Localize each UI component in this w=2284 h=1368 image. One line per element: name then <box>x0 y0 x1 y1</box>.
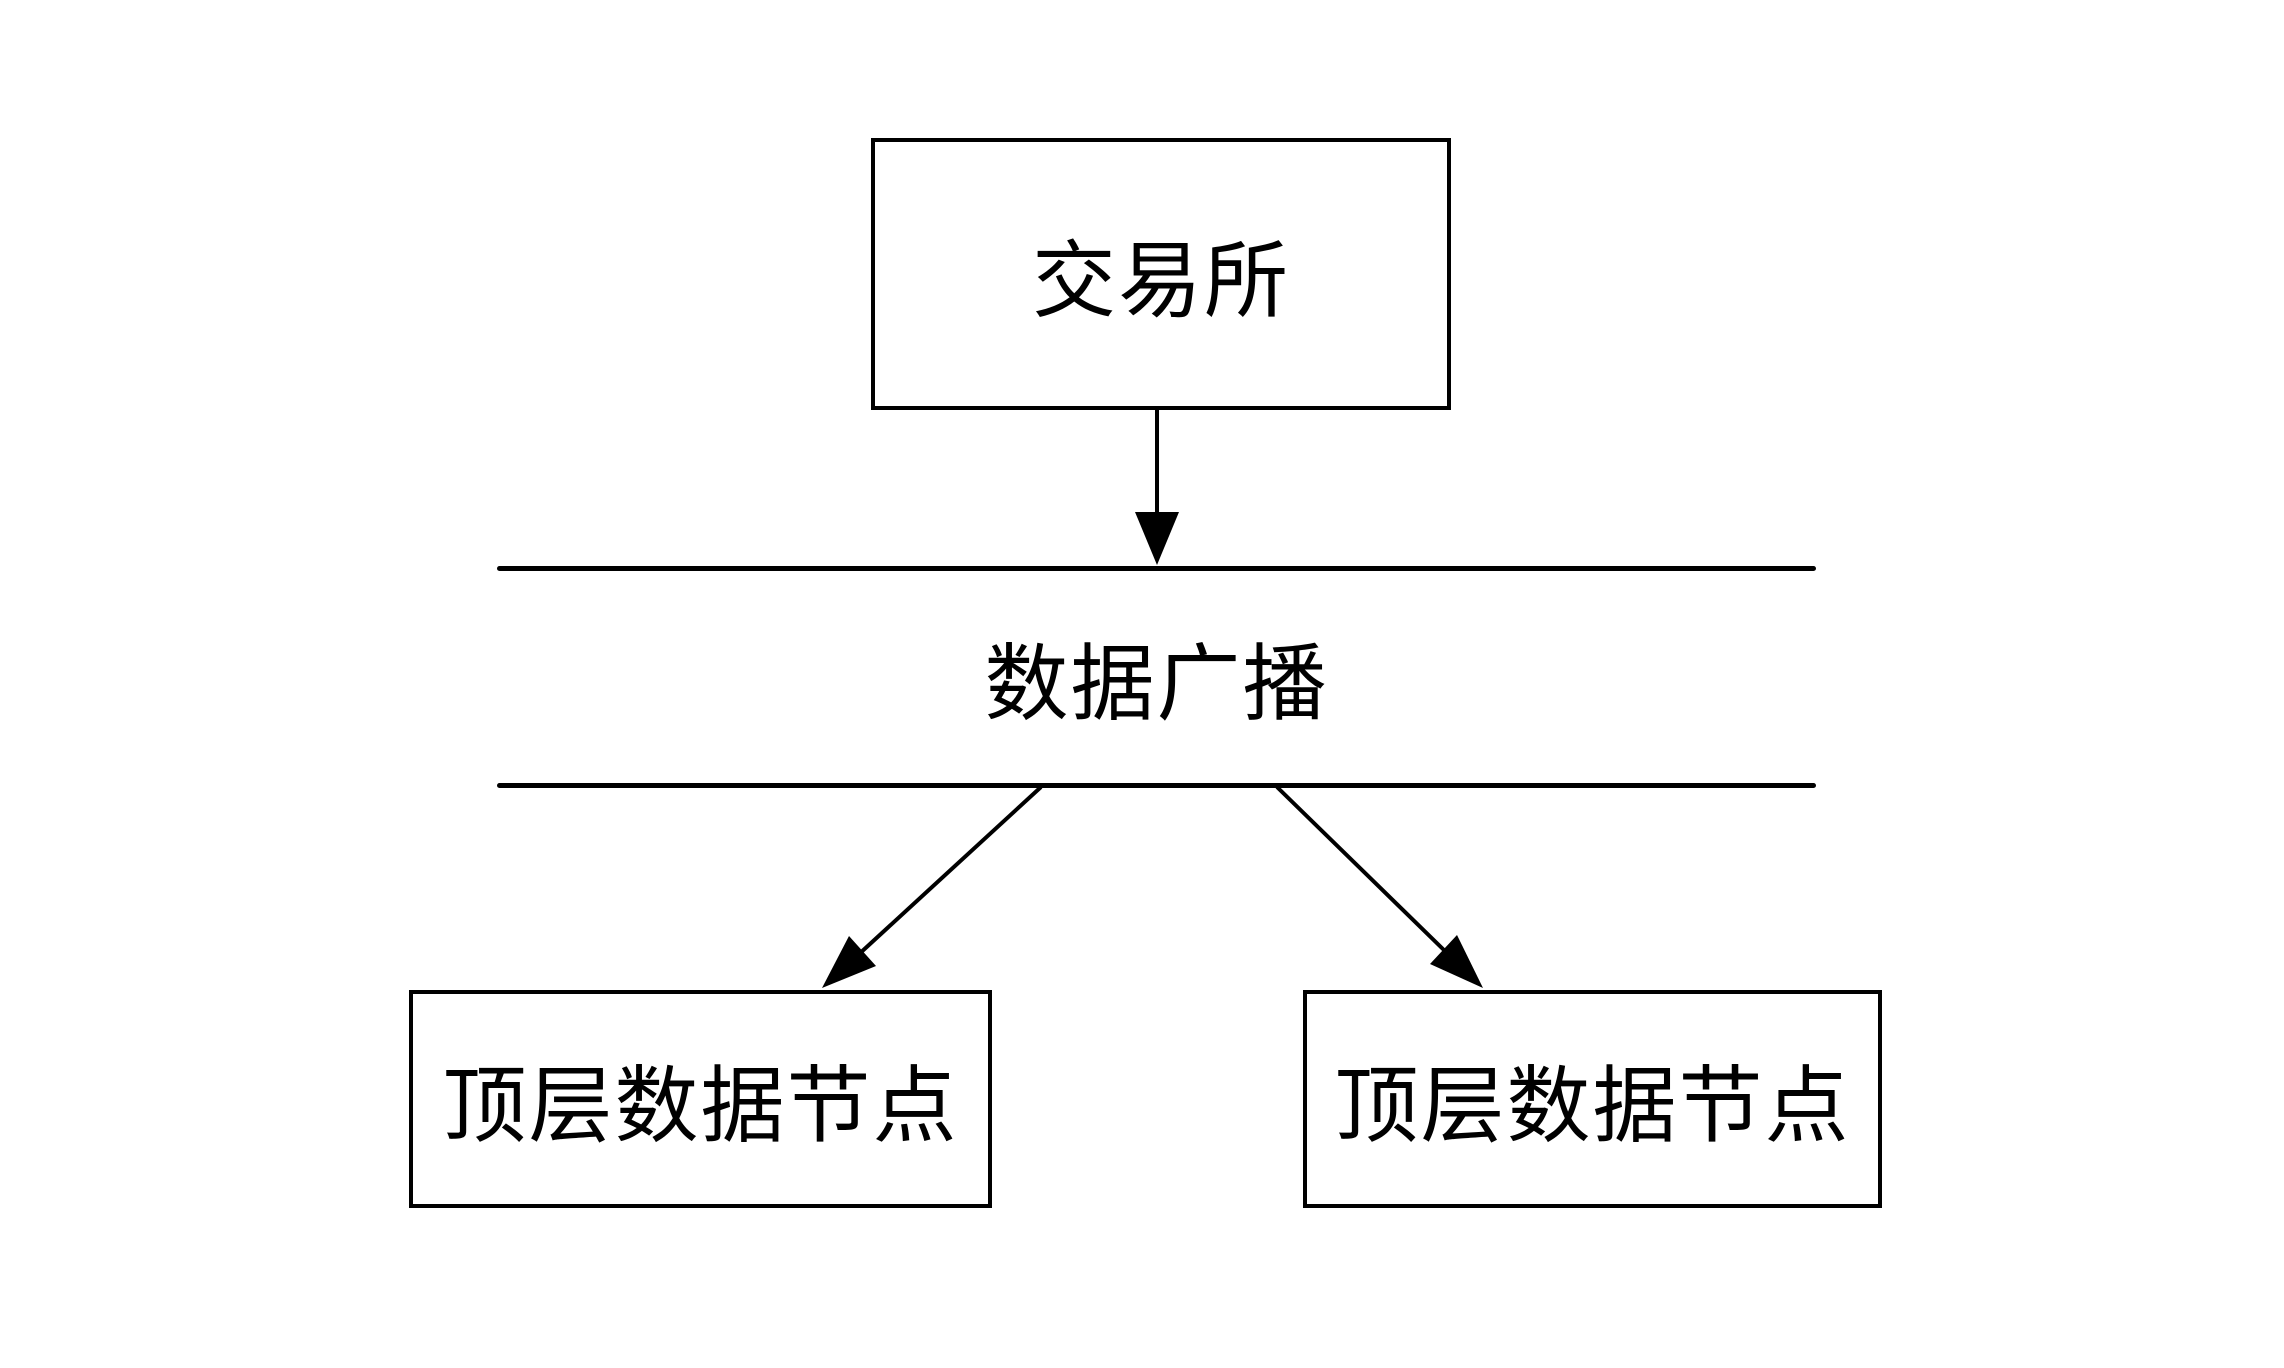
node-top-data-right: 顶层数据节点 <box>1303 990 1882 1208</box>
node-top-data-right-label: 顶层数据节点 <box>1334 1058 1851 1153</box>
node-broadcast-label: 数据广播 <box>984 636 1329 731</box>
arrow-exchange-to-broadcast-icon <box>1135 410 1179 565</box>
node-exchange: 交易所 <box>871 138 1451 410</box>
node-exchange-label: 交易所 <box>1031 233 1290 328</box>
arrow-broadcast-to-right-node-icon <box>1275 785 1483 988</box>
broadcast-rule-top <box>497 566 1816 571</box>
node-top-data-left-label: 顶层数据节点 <box>442 1058 959 1153</box>
broadcast-rule-bottom <box>497 783 1816 788</box>
node-top-data-left: 顶层数据节点 <box>409 990 992 1208</box>
node-broadcast: 数据广播 <box>497 571 1816 783</box>
arrow-broadcast-to-left-node-icon <box>822 785 1043 988</box>
